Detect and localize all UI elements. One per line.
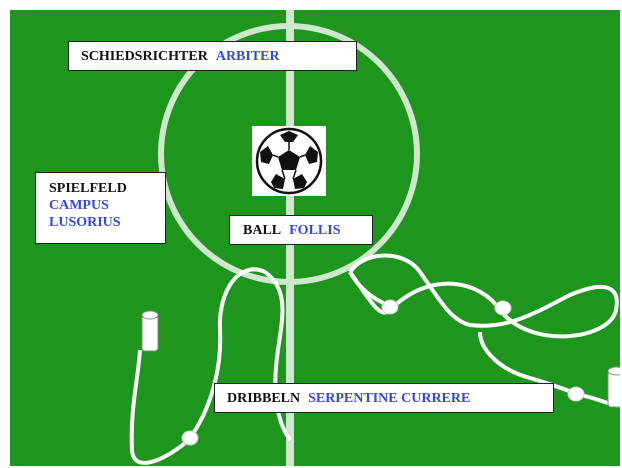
latin-term-line1: CAMPUS	[49, 197, 165, 214]
german-term: BALL	[243, 222, 281, 239]
german-term: SCHIEDSRICHTER	[81, 48, 208, 65]
label-referee: SCHIEDSRICHTER ARBITER	[68, 41, 357, 71]
latin-term: ARBITER	[216, 48, 280, 65]
soccer-ball-icon	[252, 126, 326, 196]
node-icon	[495, 301, 511, 315]
latin-term: FOLLIS	[289, 222, 340, 239]
latin-term-line2: LUSORIUS	[49, 214, 165, 231]
cone-icon	[142, 311, 158, 351]
node-icon	[568, 387, 584, 401]
node-icon	[382, 300, 398, 314]
german-term: SPIELFELD	[49, 180, 165, 197]
node-icon	[182, 431, 198, 445]
label-field: SPIELFELD CAMPUS LUSORIUS	[35, 172, 166, 244]
german-term: DRIBBELN	[227, 390, 300, 407]
label-ball: BALL FOLLIS	[229, 215, 373, 245]
cone-icon	[608, 367, 620, 407]
label-dribbling: DRIBBELN SERPENTINE CURRERE	[214, 383, 554, 413]
latin-term: SERPENTINE CURRERE	[308, 390, 470, 407]
